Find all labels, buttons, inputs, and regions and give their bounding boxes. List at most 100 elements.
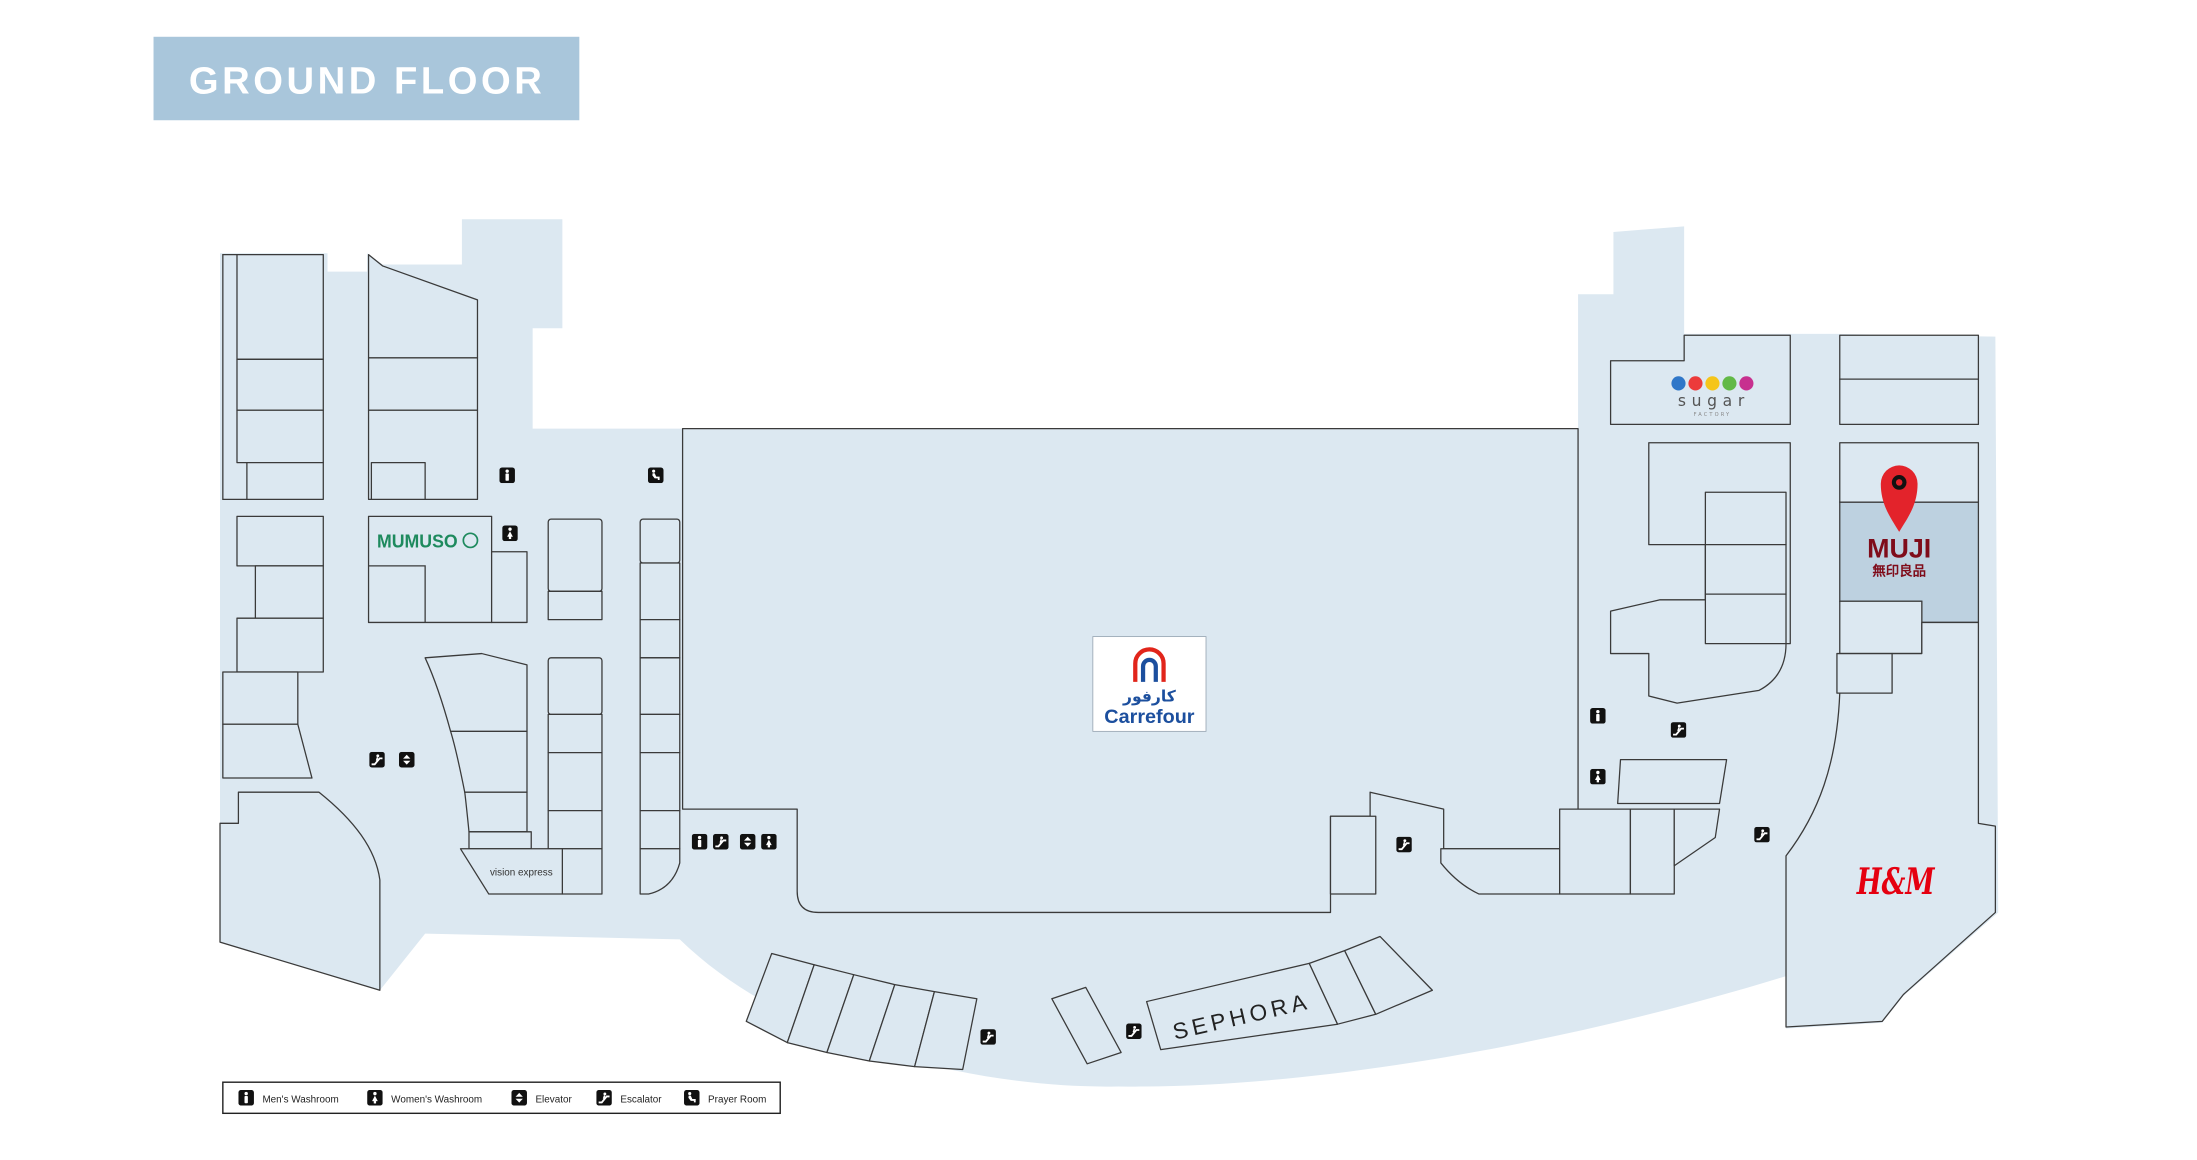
store-muji-label-japanese: 無印良品 — [1872, 563, 1926, 580]
store-vision-express-unit — [459, 848, 563, 895]
escalator-icon — [980, 1029, 996, 1045]
store-unit — [639, 618, 681, 659]
prayer-room-icon — [684, 1089, 700, 1106]
carrefour-logo-card — [1092, 636, 1207, 732]
store-unit — [1617, 759, 1728, 805]
store-unit — [370, 461, 426, 501]
sugar-logo-dot — [1739, 376, 1754, 391]
store-carrefour-label-arabic: كارفور — [1122, 688, 1177, 706]
store-unit — [547, 809, 603, 850]
women-washroom-icon — [761, 833, 777, 850]
left-wing-stores: MUMUSO vision express — [219, 253, 681, 991]
store-unit — [1704, 593, 1787, 645]
wall — [222, 253, 247, 501]
store-unit — [547, 518, 603, 592]
store-unit — [468, 831, 532, 850]
escalator-icon — [713, 833, 729, 850]
store-unit — [1704, 543, 1787, 595]
store-unit — [222, 671, 299, 725]
store-carrefour[interactable]: كارفور Carrefour — [681, 427, 1579, 914]
escalator-icon — [596, 1089, 612, 1106]
carrefour-logo-icon — [1133, 647, 1166, 682]
store-sugar-label: sugar — [1678, 392, 1750, 410]
escalator-icon — [1396, 836, 1412, 853]
wall — [368, 565, 426, 623]
store-unit — [639, 848, 681, 895]
legend-item: Escalator — [596, 1089, 662, 1106]
store-vision-express[interactable]: vision express — [459, 848, 563, 895]
location-pin-icon — [1880, 465, 1918, 532]
store-unit — [1344, 935, 1433, 1015]
store-muji-label: MUJI — [1867, 533, 1931, 563]
store-unit — [547, 751, 603, 812]
store-unit — [464, 791, 528, 833]
sugar-logo-dot — [1722, 376, 1737, 391]
men-washroom-icon — [1590, 708, 1606, 724]
legend-label: Escalator — [620, 1095, 662, 1106]
sugar-logo-dot — [1705, 376, 1720, 391]
sugar-logo-dot — [1688, 376, 1703, 391]
elevator-icon — [739, 833, 756, 850]
kiosk-unit — [1051, 986, 1122, 1065]
store-sugar-sublabel: FACTORY — [1694, 412, 1732, 418]
store-unit — [547, 657, 603, 716]
store-unit — [639, 713, 681, 754]
store-mumuso[interactable]: MUMUSO — [367, 515, 493, 624]
sugar-logo-dot — [1671, 376, 1686, 391]
store-unit — [490, 551, 528, 624]
store-sephora[interactable]: SEPHORA — [1145, 962, 1339, 1051]
right-wing-stores: sugar FACTORY MUJI 無印良品 H&M — [1609, 334, 1997, 1028]
floor-title-box — [153, 36, 580, 121]
store-hm[interactable]: H&M — [1785, 621, 1997, 1028]
women-washroom-icon — [367, 1089, 383, 1106]
store-unit — [367, 357, 479, 411]
store-unit — [547, 590, 603, 621]
mumuso-logo-mark — [462, 532, 479, 549]
women-washroom-icon — [1590, 768, 1606, 785]
women-washroom-icon — [502, 525, 518, 542]
store-unit — [1839, 600, 1923, 655]
store-unit — [1839, 378, 1980, 426]
prayer-room-icon — [647, 467, 664, 484]
store-unit — [424, 652, 528, 733]
store-hm-unit — [1785, 621, 1997, 1028]
store-unit — [236, 358, 324, 411]
store-unit — [639, 809, 681, 850]
elevator-icon — [511, 1089, 527, 1106]
men-washroom-icon — [691, 833, 708, 850]
center-right-stores — [1440, 759, 1728, 895]
escalator-icon — [1126, 1023, 1142, 1040]
store-unit — [1329, 815, 1377, 895]
bottom-arc-stores: SEPHORA — [745, 935, 1433, 1071]
store-unit — [254, 565, 324, 619]
store-unit — [913, 991, 978, 1071]
men-washroom-icon — [499, 467, 515, 484]
store-unit — [1559, 808, 1632, 895]
store-unit — [219, 791, 381, 991]
store-unit — [236, 409, 324, 464]
store-unit — [1704, 491, 1787, 546]
escalator-icon — [369, 751, 385, 768]
legend-item: Prayer Room — [684, 1089, 766, 1106]
store-unit — [1629, 808, 1675, 895]
store-unit — [1673, 808, 1721, 867]
store-carrefour-label: Carrefour — [1104, 706, 1195, 728]
store-mumuso-label: MUMUSO — [377, 530, 458, 551]
floor-title-text: GROUND FLOOR — [189, 59, 545, 102]
store-unit — [1836, 652, 1893, 694]
floor-title: GROUND FLOOR — [153, 36, 580, 121]
elevator-icon — [398, 751, 415, 768]
store-unit — [246, 461, 324, 501]
store-unit — [561, 848, 603, 895]
legend-item: Elevator — [511, 1089, 572, 1106]
store-sugar-factory[interactable]: sugar FACTORY — [1609, 334, 1791, 426]
legend-label: Men's Washroom — [262, 1095, 338, 1106]
legend-item: Men's Washroom — [238, 1089, 339, 1106]
store-unit — [639, 562, 681, 621]
store-unit — [639, 657, 681, 716]
store-unit — [236, 617, 324, 673]
store-unit — [1440, 848, 1561, 895]
escalator-icon — [1670, 722, 1687, 738]
store-unit — [1839, 334, 1980, 380]
escalator-icon — [1754, 826, 1770, 843]
